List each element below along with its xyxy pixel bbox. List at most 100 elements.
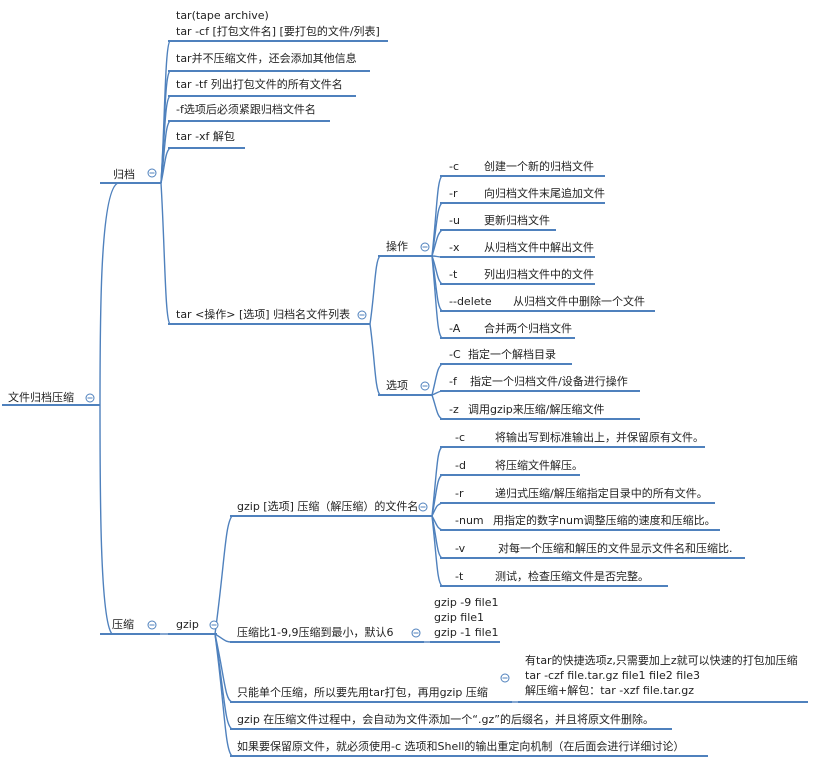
single-compress-detail: 有tar的快捷选项z,只需要加上z就可以快速的打包加压缩 tar -czf fi… bbox=[518, 653, 808, 703]
node-root-label: 文件归档压缩 bbox=[8, 390, 74, 404]
option-item: -f 指定一个归档文件/设备进行操作 bbox=[440, 374, 640, 392]
ratio-example: gzip -9 file1 bbox=[434, 596, 499, 609]
gzip-option-flag: -num bbox=[455, 514, 484, 527]
node-options-label: 选项 bbox=[386, 379, 408, 392]
gzip-option-flag: -r bbox=[455, 487, 464, 500]
gzip-option-desc: 将压缩文件解压。 bbox=[495, 458, 583, 472]
gzip-option-item: -v 对每一个压缩和解压的文件显示文件名和压缩比. bbox=[440, 541, 745, 559]
node-keep-note-label: 如果要保留原文件，就必须使用-c 选项和Shell的输出重定向机制（在后面会进行… bbox=[237, 739, 684, 753]
option-flag: -z bbox=[449, 403, 459, 416]
collapse-toggle-icon[interactable] bbox=[147, 168, 157, 178]
node-compress: 压缩 bbox=[100, 618, 160, 635]
option-desc: 调用gzip来压缩/解压缩文件 bbox=[468, 402, 605, 416]
collapse-toggle-icon[interactable] bbox=[420, 242, 430, 252]
operation-desc: 向归档文件末尾追加文件 bbox=[484, 186, 605, 200]
node-compress-label: 压缩 bbox=[112, 618, 134, 631]
collapse-toggle-icon[interactable] bbox=[420, 381, 430, 391]
option-desc: 指定一个归档文件/设备进行操作 bbox=[470, 374, 628, 388]
operation-item: -r 向归档文件末尾追加文件 bbox=[440, 186, 605, 204]
operation-flag: -c bbox=[449, 160, 459, 173]
node-single-compress-label: 只能单个压缩，所以要先用tar打包，再用gzip 压缩 bbox=[237, 685, 488, 699]
archive-note-3-text: tar -tf 列出打包文件的所有文件名 bbox=[176, 77, 343, 91]
gzip-option-desc: 用指定的数字num调整压缩的速度和压缩比。 bbox=[493, 513, 716, 527]
gzip-option-desc: 对每一个压缩和解压的文件显示文件名和压缩比. bbox=[498, 541, 733, 555]
archive-note-2: tar并不压缩文件，还会添加其他信息 bbox=[168, 51, 370, 72]
single-compress-detail-line: tar -czf file.tar.gz file1 file2 file3 bbox=[525, 669, 700, 682]
operation-flag: -r bbox=[449, 187, 458, 200]
archive-note-1-line-2: tar -cf [打包文件名] [要打包的文件/列表] bbox=[176, 24, 380, 38]
operation-flag: --delete bbox=[449, 295, 492, 308]
option-item: -z 调用gzip来压缩/解压缩文件 bbox=[440, 402, 640, 420]
gzip-option-flag: -d bbox=[455, 459, 466, 472]
node-single-compress: 只能单个压缩，所以要先用tar打包，再用gzip 压缩 bbox=[230, 685, 512, 703]
collapse-toggle-icon[interactable] bbox=[411, 628, 421, 638]
operation-item: --delete 从归档文件中删除一个文件 bbox=[440, 294, 655, 312]
node-tar-syntax-label: tar <操作> [选项] 归档名文件列表 bbox=[176, 307, 350, 321]
operation-flag: -A bbox=[449, 322, 461, 335]
operation-desc: 列出归档文件中的文件 bbox=[484, 267, 594, 281]
gzip-option-desc: 将输出写到标准输出上，并保留原有文件。 bbox=[495, 430, 704, 444]
node-archive: 归档 bbox=[100, 167, 161, 184]
node-archive-label: 归档 bbox=[113, 167, 135, 181]
operation-desc: 创建一个新的归档文件 bbox=[484, 159, 594, 173]
gzip-option-desc: 测试，检查压缩文件是否完整。 bbox=[495, 569, 649, 583]
gzip-option-item: -t 测试，检查压缩文件是否完整。 bbox=[440, 569, 668, 587]
option-flag: -f bbox=[449, 375, 458, 388]
operation-desc: 从归档文件中删除一个文件 bbox=[513, 294, 645, 308]
node-compression-ratio: 压缩比1-9,9压缩到最小，默认6 bbox=[230, 626, 424, 643]
archive-note-4-text: -f选项后必须紧跟归档文件名 bbox=[176, 102, 316, 116]
gzip-option-flag: -v bbox=[455, 542, 466, 555]
ratio-example: gzip file1 bbox=[434, 611, 484, 624]
operation-desc: 从归档文件中解出文件 bbox=[484, 240, 594, 254]
gzip-option-flag: -t bbox=[455, 570, 464, 583]
node-gzip-syntax: gzip [选项] 压缩（解压缩）的文件名 bbox=[230, 499, 432, 517]
operation-item: -t 列出归档文件中的文件 bbox=[440, 267, 595, 285]
node-keep-note: 如果要保留原文件，就必须使用-c 选项和Shell的输出重定向机制（在后面会进行… bbox=[230, 739, 708, 757]
node-root: 文件归档压缩 bbox=[2, 390, 100, 406]
collapse-toggle-icon[interactable] bbox=[209, 620, 219, 630]
node-suffix-note-label: gzip 在压缩文件过程中，会自动为文件添加一个“.gz”的后缀名，并且将原文件… bbox=[237, 712, 654, 726]
collapse-toggle-icon[interactable] bbox=[500, 673, 510, 683]
gzip-option-desc: 递归式压缩/解压缩指定目录中的所有文件。 bbox=[495, 486, 708, 500]
operation-item: -u 更新归档文件 bbox=[440, 213, 556, 231]
operation-item: -c 创建一个新的归档文件 bbox=[440, 159, 605, 177]
option-item: -C 指定一个解档目录 bbox=[440, 347, 572, 365]
operation-flag: -t bbox=[449, 268, 458, 281]
node-suffix-note: gzip 在压缩文件过程中，会自动为文件添加一个“.gz”的后缀名，并且将原文件… bbox=[230, 712, 672, 730]
archive-note-5: tar -xf 解包 bbox=[168, 129, 245, 149]
operation-flag: -u bbox=[449, 214, 460, 227]
archive-note-5-text: tar -xf 解包 bbox=[176, 129, 235, 143]
operation-desc: 更新归档文件 bbox=[484, 213, 550, 227]
gzip-option-flag: -c bbox=[455, 431, 465, 444]
operation-flag: -x bbox=[449, 241, 460, 254]
archive-note-1: tar(tape archive) tar -cf [打包文件名] [要打包的文… bbox=[168, 9, 388, 42]
node-gzip-syntax-label: gzip [选项] 压缩（解压缩）的文件名 bbox=[237, 499, 418, 513]
collapse-toggle-icon[interactable] bbox=[147, 620, 157, 630]
archive-note-1-line-1: tar(tape archive) bbox=[176, 9, 269, 22]
operation-item: -x 从归档文件中解出文件 bbox=[440, 240, 595, 258]
node-operations: 操作 bbox=[378, 239, 432, 257]
gzip-option-item: -d 将压缩文件解压。 bbox=[440, 458, 583, 476]
option-flag: -C bbox=[449, 348, 461, 361]
ratio-example: gzip -1 file1 bbox=[434, 626, 499, 639]
node-gzip-label: gzip bbox=[176, 618, 199, 631]
collapse-toggle-icon[interactable] bbox=[85, 393, 95, 403]
gzip-option-item: -r 递归式压缩/解压缩指定目录中的所有文件。 bbox=[440, 486, 715, 504]
collapse-toggle-icon[interactable] bbox=[418, 502, 428, 512]
connector-lines bbox=[99, 40, 520, 757]
gzip-option-item: -num 用指定的数字num调整压缩的速度和压缩比。 bbox=[440, 513, 720, 531]
archive-note-3: tar -tf 列出打包文件的所有文件名 bbox=[168, 77, 356, 97]
single-compress-detail-line: 解压缩+解包：tar -xzf file.tar.gz bbox=[525, 683, 694, 697]
node-compression-ratio-label: 压缩比1-9,9压缩到最小，默认6 bbox=[237, 626, 393, 639]
operation-item: -A 合并两个归档文件 bbox=[440, 321, 575, 339]
operation-desc: 合并两个归档文件 bbox=[484, 321, 572, 335]
node-operations-label: 操作 bbox=[386, 239, 408, 253]
gzip-option-item: -c 将输出写到标准输出上，并保留原有文件。 bbox=[440, 430, 705, 448]
compression-ratio-examples: gzip -9 file1 gzip file1 gzip -1 file1 bbox=[430, 596, 500, 643]
node-options: 选项 bbox=[378, 379, 432, 396]
collapse-toggle-icon[interactable] bbox=[357, 310, 367, 320]
archive-note-2-text: tar并不压缩文件，还会添加其他信息 bbox=[176, 51, 357, 65]
archive-note-4: -f选项后必须紧跟归档文件名 bbox=[168, 102, 330, 122]
single-compress-detail-line: 有tar的快捷选项z,只需要加上z就可以快速的打包加压缩 bbox=[525, 653, 798, 667]
